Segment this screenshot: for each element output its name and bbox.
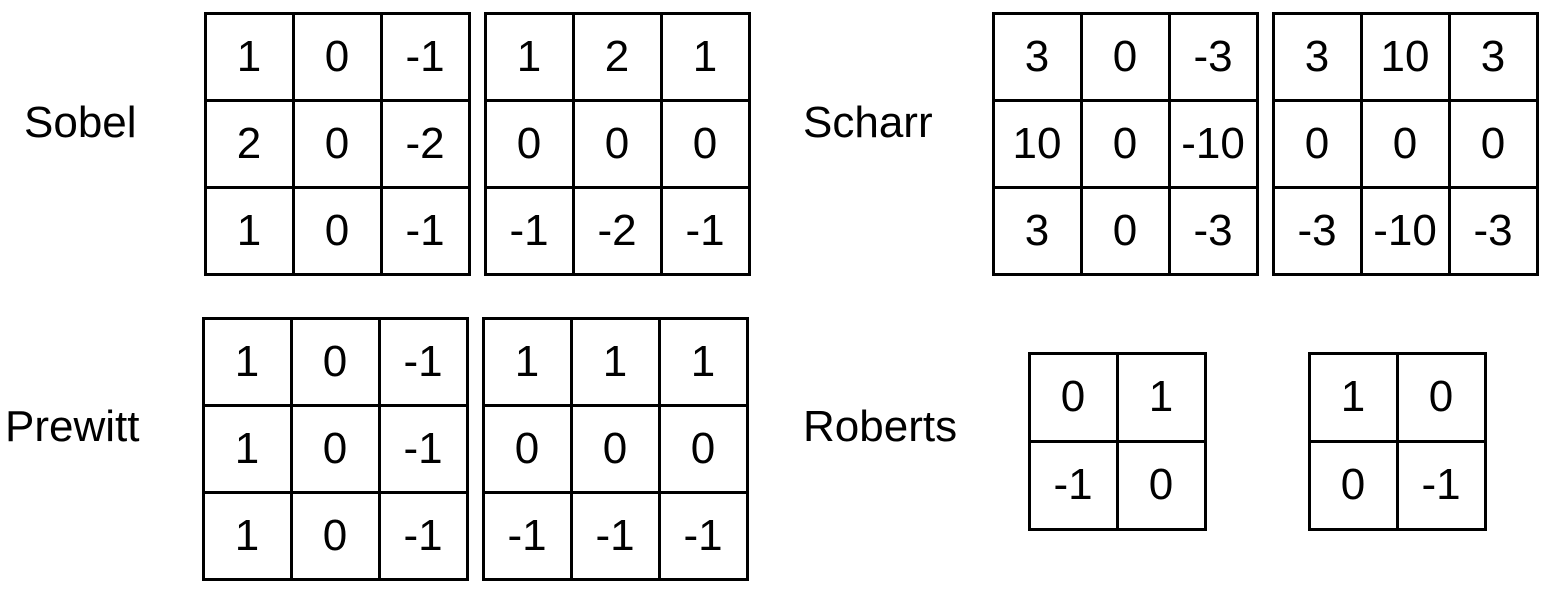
kernel-cell: 0: [1395, 351, 1487, 443]
kernel-cell: 0: [1079, 11, 1171, 102]
kernel-cell: 1: [657, 316, 749, 407]
prewitt-label: Prewitt: [5, 402, 140, 451]
kernel-cell: 0: [657, 403, 749, 494]
kernel-cell: -3: [1167, 11, 1259, 102]
kernel-cell: 1: [659, 11, 751, 102]
kernel-cell: 1: [481, 316, 573, 407]
kernel-cell: 0: [659, 98, 751, 189]
kernel-cell: 0: [1027, 351, 1119, 443]
kernel-cell: -2: [571, 185, 663, 276]
kernel-cell: -3: [1447, 185, 1539, 276]
kernel-cell: 0: [291, 98, 383, 189]
kernel-cell: 1: [569, 316, 661, 407]
kernel-cell: 0: [289, 403, 381, 494]
kernel-cell: 0: [291, 185, 383, 276]
kernel-cell: -1: [379, 11, 471, 102]
kernel-cell: 1: [1115, 351, 1207, 443]
kernel-cell: 2: [203, 98, 295, 189]
kernel-cell: 0: [1079, 98, 1171, 189]
kernel-cell: 0: [1115, 439, 1207, 531]
kernel-cell: -10: [1167, 98, 1259, 189]
kernel-cell: 3: [991, 185, 1083, 276]
kernel-cell: -1: [659, 185, 751, 276]
kernel-cell: 10: [991, 98, 1083, 189]
kernel-cell: 3: [1447, 11, 1539, 102]
kernel-cell: -1: [481, 490, 573, 581]
kernel-cell: 0: [289, 490, 381, 581]
kernel-cell: 1: [483, 11, 575, 102]
kernel-cell: 0: [289, 316, 381, 407]
kernel-cell: -1: [657, 490, 749, 581]
kernel-cell: -1: [377, 316, 469, 407]
kernel-cell: -1: [377, 403, 469, 494]
kernel-cell: 1: [201, 403, 293, 494]
kernel-cell: -1: [483, 185, 575, 276]
kernel-cell: -1: [377, 490, 469, 581]
kernel-cell: 0: [1079, 185, 1171, 276]
kernel-cell: -1: [379, 185, 471, 276]
kernel-cell: 0: [481, 403, 573, 494]
kernel-cell: -1: [1027, 439, 1119, 531]
kernel-cell: -1: [569, 490, 661, 581]
kernel-cell: 3: [1271, 11, 1363, 102]
kernel-cell: 1: [201, 490, 293, 581]
roberts-label: Roberts: [803, 402, 958, 451]
kernel-cell: 0: [1359, 98, 1451, 189]
kernel-cell: 0: [1307, 439, 1399, 531]
kernel-cell: 0: [483, 98, 575, 189]
kernel-cell: 1: [201, 316, 293, 407]
kernel-cell: -10: [1359, 185, 1451, 276]
kernel-cell: -1: [1395, 439, 1487, 531]
kernel-cell: -3: [1271, 185, 1363, 276]
kernel-cell: 0: [571, 98, 663, 189]
kernel-cell: 0: [569, 403, 661, 494]
kernel-cell: -3: [1167, 185, 1259, 276]
kernel-cell: 1: [1307, 351, 1399, 443]
kernel-cell: 0: [1271, 98, 1363, 189]
kernel-cell: 0: [291, 11, 383, 102]
kernel-cell: 3: [991, 11, 1083, 102]
kernel-cell: 10: [1359, 11, 1451, 102]
kernel-cell: 1: [203, 185, 295, 276]
kernel-cell: -2: [379, 98, 471, 189]
kernel-cell: 2: [571, 11, 663, 102]
sobel-label: Sobel: [24, 98, 137, 147]
kernel-cell: 1: [203, 11, 295, 102]
kernel-cell: 0: [1447, 98, 1539, 189]
scharr-label: Scharr: [803, 98, 933, 147]
